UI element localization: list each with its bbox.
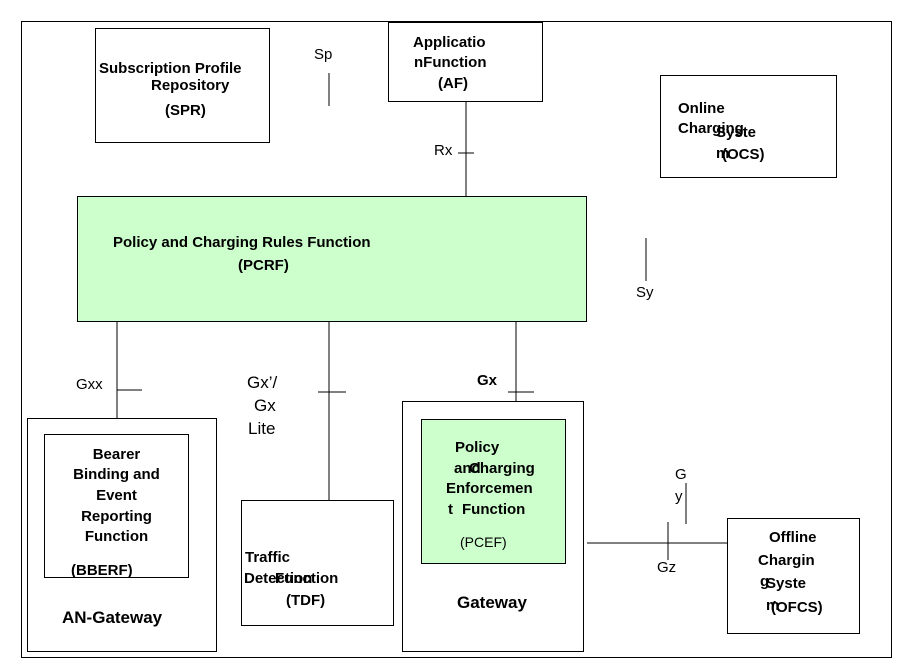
bberf-label-2: Binding and	[73, 466, 160, 483]
pcef-label-3: Charging	[469, 460, 535, 477]
bberf-label-6: (BBERF)	[71, 562, 133, 579]
spr-label-1: Subscription Profile	[99, 60, 242, 77]
pcrf-label-2: (PCRF)	[238, 257, 289, 274]
ofcs-label-4: Syste	[766, 575, 807, 592]
gxx-label: Gxx	[76, 376, 103, 393]
ocs-box	[660, 75, 837, 178]
bberf-label-1: Bearer	[92, 446, 141, 463]
spr-label-3: (SPR)	[165, 102, 206, 119]
gy-label-1: G	[675, 466, 687, 483]
ofcs-box	[727, 518, 860, 634]
pcef-label-7: (PCEF)	[460, 534, 507, 550]
pcef-label-4: Enforcemen	[446, 480, 533, 497]
rx-label: Rx	[434, 142, 453, 159]
pcef-label-2: and	[454, 460, 481, 477]
gx-lite-label-1: Gx’/	[247, 373, 278, 392]
gx-lite-label-2: Gx	[254, 396, 276, 415]
pcef-label-1: Policy	[455, 439, 500, 456]
tdf-label-1: Traffic	[245, 549, 291, 566]
ocs-label-4: m	[716, 145, 730, 162]
ocs-label-2: Charging	[678, 120, 744, 137]
gz-label: Gz	[657, 559, 677, 576]
ofcs-label-6: (OFCS)	[771, 599, 823, 616]
gy-label-2: y	[675, 488, 683, 505]
bberf-label-5: Function	[84, 528, 149, 545]
gateway-label: Gateway	[457, 593, 527, 612]
spr-label-2: Repository	[151, 77, 230, 94]
tdf-label-2: Detection	[244, 570, 313, 587]
bberf-label-4: Reporting	[81, 508, 152, 525]
ocs-label-1: Online	[678, 100, 725, 117]
ofcs-label-2: Chargin	[758, 552, 815, 569]
af-label-2: nFunction	[414, 54, 487, 71]
spr-box	[95, 28, 270, 143]
an-gateway-label: AN-Gateway	[62, 608, 163, 627]
tdf-label-4: (TDF)	[286, 592, 326, 609]
pcef-box	[421, 419, 566, 564]
sp-label: Sp	[314, 46, 333, 63]
af-box	[388, 22, 543, 102]
bberf-label-3: Event	[96, 487, 137, 504]
pcrf-label-1: Policy and Charging Rules Function	[113, 234, 371, 251]
gx-lite-label-3: Lite	[248, 419, 276, 438]
pcef-label-6: Function	[462, 501, 526, 518]
sy-label: Sy	[636, 284, 654, 301]
ocs-label-5: (OCS)	[722, 146, 765, 163]
ocs-label-3: Syste	[716, 124, 757, 141]
tdf-label-3: Function	[275, 570, 339, 587]
gx-label: Gx	[477, 372, 498, 389]
pcrf-box	[77, 196, 587, 322]
af-label-1: Applicatio	[413, 34, 486, 51]
pcef-label-5: t	[448, 501, 453, 518]
tdf-box	[241, 500, 394, 626]
ofcs-label-1: Offline	[769, 529, 817, 546]
ofcs-label-3: g	[760, 573, 770, 590]
bberf-box	[44, 434, 189, 578]
ofcs-label-5: m	[766, 597, 780, 614]
af-label-3: (AF)	[438, 75, 468, 92]
